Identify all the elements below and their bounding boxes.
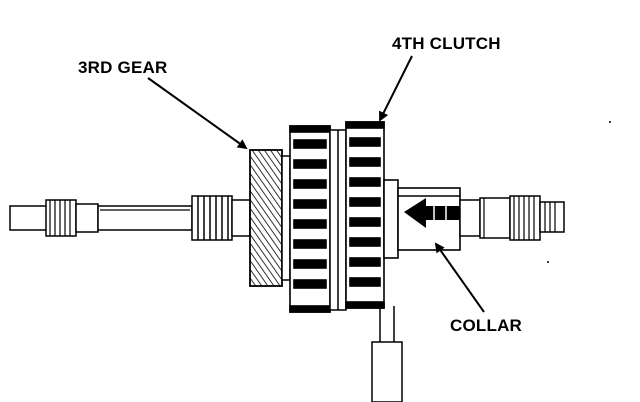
needle-bearing <box>191 195 251 241</box>
speck <box>609 121 611 123</box>
clutch-drum-left <box>289 125 331 313</box>
collar-leader <box>434 242 485 313</box>
third-gear-leader <box>147 77 248 150</box>
press-tool <box>371 306 403 402</box>
collar-label: COLLAR <box>450 316 523 335</box>
clutch-center-plates <box>329 129 347 311</box>
arrow-left-icon <box>404 198 468 228</box>
right-spline <box>483 196 556 240</box>
clutch-hub <box>281 155 291 281</box>
fourth-clutch-label: 4TH CLUTCH <box>392 34 501 53</box>
third-gear-label: 3RD GEAR <box>78 58 168 77</box>
speck <box>547 261 549 263</box>
fourth-clutch-leader <box>379 55 413 122</box>
left-spline <box>49 200 190 236</box>
right-shaft <box>459 195 565 241</box>
clutch-drum-right <box>345 121 385 309</box>
left-shaft <box>9 199 193 237</box>
third-gear <box>249 149 283 287</box>
